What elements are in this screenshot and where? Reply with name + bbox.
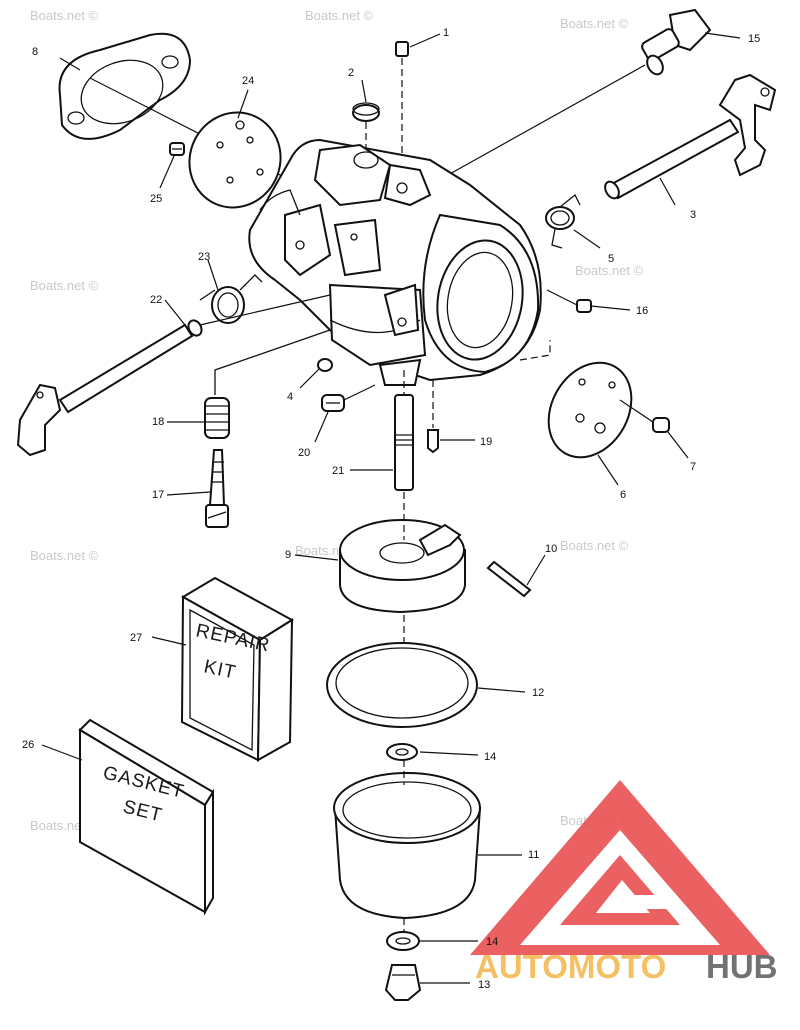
callout-16: 16 (636, 305, 648, 317)
leader-lines (41, 32, 741, 984)
callout-21: 21 (332, 465, 344, 477)
callout-5: 5 (608, 253, 614, 265)
part-14-washer-bottom (386, 918, 420, 951)
part-1-plug (395, 41, 409, 175)
callout-24: 24 (242, 75, 254, 87)
callout-25: 25 (150, 193, 162, 205)
part-14-washer-top (386, 743, 418, 761)
callout-14-bottom: 14 (486, 936, 498, 948)
watermark-5: Boats.net © (575, 263, 644, 278)
part-21-main-nozzle (394, 370, 414, 491)
logo-text-hub: HUB (706, 948, 778, 985)
part-24-gasket-plate (188, 111, 282, 209)
callout-14-top: 14 (484, 751, 496, 763)
carburetor-body (248, 138, 542, 386)
callout-10: 10 (545, 543, 557, 555)
part-11-float-bowl (333, 760, 482, 920)
part-6-throttle-plate (519, 340, 633, 459)
part-19-pin (427, 380, 439, 454)
part-16-screw (546, 289, 592, 313)
part-17-mixture-screw (205, 449, 229, 528)
logo-mark (470, 780, 770, 955)
part-18-spring (204, 329, 331, 439)
watermark-4: Boats.net © (30, 278, 99, 293)
part-22-choke-shaft (16, 294, 331, 457)
part-15-fuel-fitting (429, 8, 712, 186)
callout-11: 11 (528, 849, 539, 861)
logo-wordmark: AUTOMOTO HUB (475, 948, 778, 985)
callout-13: 13 (478, 979, 490, 991)
part-27-repair-kit: REPAIR KIT (180, 576, 294, 762)
callout-9: 9 (285, 549, 291, 561)
part-26-gasket-set: GASKET SET (78, 718, 215, 916)
callout-22: 22 (150, 294, 162, 306)
callout-numbers: 1 2 3 4 5 6 7 8 9 10 11 12 13 14 14 15 1… (22, 27, 760, 991)
part-23-spring (199, 274, 263, 324)
callout-17: 17 (152, 489, 164, 501)
part-5-spring (545, 193, 581, 249)
part-7-screw (619, 399, 670, 433)
watermark-1: Boats.net © (30, 8, 99, 23)
part-20-screw (321, 384, 376, 412)
part-9-float (339, 492, 466, 614)
logo-text-automoto: AUTOMOTO (475, 948, 666, 985)
callout-2: 2 (348, 67, 354, 79)
callout-6: 6 (620, 489, 626, 501)
callout-27: 27 (130, 632, 142, 644)
callout-26: 26 (22, 739, 34, 751)
callout-12: 12 (532, 687, 544, 699)
part-3-throttle-shaft (604, 73, 777, 200)
callout-4: 4 (287, 391, 293, 403)
callout-7: 7 (690, 461, 696, 473)
callout-1: 1 (443, 27, 449, 39)
part-10-pin (486, 560, 532, 598)
watermark-2: Boats.net © (305, 8, 374, 23)
callout-23: 23 (198, 251, 210, 263)
watermark-6: Boats.net © (30, 548, 99, 563)
callout-8: 8 (32, 46, 38, 58)
callout-15: 15 (748, 33, 760, 45)
watermark-3: Boats.net © (560, 16, 629, 31)
callout-20: 20 (298, 447, 310, 459)
callout-18: 18 (152, 416, 164, 428)
watermark-8: Boats.net © (560, 538, 629, 553)
part-4-clip (317, 358, 333, 372)
part-25-screw (169, 142, 185, 156)
part-13-bowl-nut (384, 964, 422, 1001)
callout-3: 3 (690, 209, 696, 221)
part-12-bowl-gasket (326, 615, 478, 728)
callout-19: 19 (480, 436, 492, 448)
